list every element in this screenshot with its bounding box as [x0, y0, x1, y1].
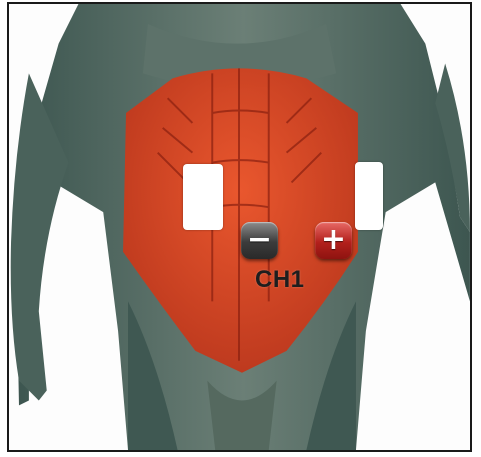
abdominal-muscle-illustration — [9, 4, 470, 450]
right-electrode-pad[interactable] — [355, 162, 383, 230]
electrode-placement-view: − + CH1 — [7, 2, 472, 452]
plus-icon: + — [321, 225, 346, 255]
negative-electrode-button[interactable]: − — [241, 222, 278, 259]
channel-label: CH1 — [255, 266, 305, 294]
minus-icon: − — [247, 225, 272, 255]
positive-electrode-button[interactable]: + — [315, 222, 352, 259]
left-electrode-pad[interactable] — [183, 164, 223, 230]
